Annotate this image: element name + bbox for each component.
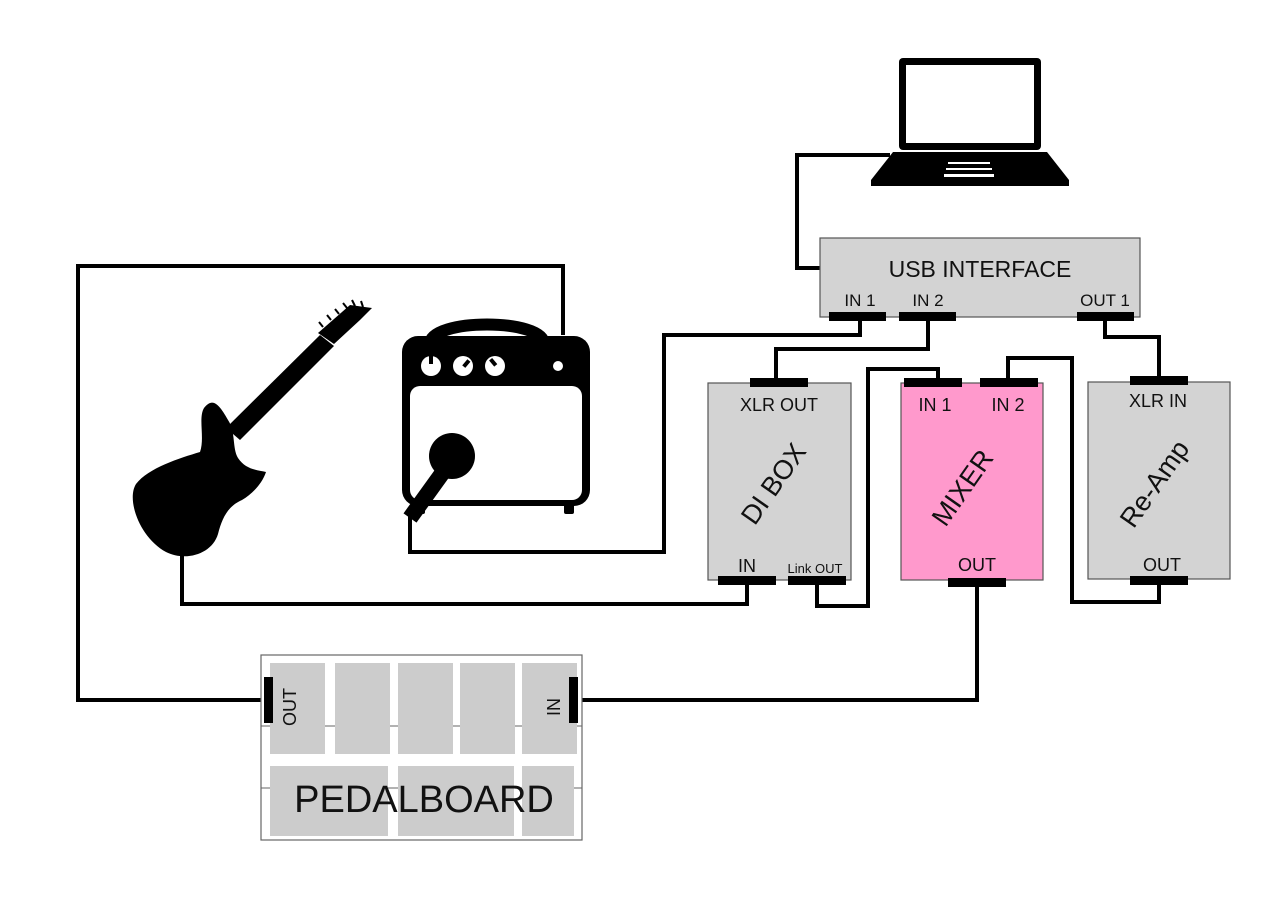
cable-guitar-di-in <box>180 555 749 606</box>
cable-reamp-mixer-in2 <box>1006 356 1161 604</box>
di-box: XLR OUT DI BOX IN Link OUT <box>707 378 852 585</box>
pedal <box>398 663 453 754</box>
usb-out1-jack <box>1077 312 1134 321</box>
di-in-jack <box>718 576 776 585</box>
di-xlr-out-label: XLR OUT <box>740 395 818 415</box>
usb-interface-title: USB INTERFACE <box>889 256 1072 282</box>
mixer-in1-jack <box>904 378 962 387</box>
cable-laptop-usb <box>795 153 890 270</box>
microphone-icon <box>403 433 475 523</box>
pedalboard-title: PEDALBOARD <box>294 779 554 821</box>
amp-knobs <box>421 356 563 376</box>
usb-interface: USB INTERFACE IN 1 IN 2 OUT 1 <box>819 237 1141 321</box>
pedalboard-in-label: IN <box>544 698 564 716</box>
pedals <box>270 663 577 836</box>
usb-in2-label: IN 2 <box>912 291 943 310</box>
cable-di-link-mixer-in1 <box>815 367 940 608</box>
di-in-label: IN <box>738 556 756 576</box>
usb-in1-jack <box>829 312 886 321</box>
mixer: IN 1 IN 2 MIXER OUT <box>900 378 1044 587</box>
pedalboard: PEDALBOARD OUT IN <box>260 654 583 841</box>
cables <box>76 153 1161 702</box>
reamp-box: XLR IN Re-Amp OUT <box>1087 376 1231 585</box>
cable-usb-in2-di-xlr <box>774 318 930 380</box>
cable-mixer-pedalboard-in <box>575 583 979 702</box>
reamp-out-jack <box>1130 576 1188 585</box>
pedalboard-out-label: OUT <box>280 688 300 726</box>
cable-amp-pedalboard-out <box>76 264 565 702</box>
mixer-out-jack <box>948 578 1006 587</box>
pedalboard-out-jack <box>264 677 273 723</box>
pedal <box>270 663 325 754</box>
reamp-xlr-in-jack <box>1130 376 1188 385</box>
pedal <box>335 663 390 754</box>
reamp-out-label: OUT <box>1143 555 1181 575</box>
di-link-out-jack <box>788 576 846 585</box>
pedal <box>398 766 514 836</box>
mixer-body <box>900 382 1044 581</box>
usb-in1-label: IN 1 <box>844 291 875 310</box>
mixer-in2-jack <box>980 378 1038 387</box>
laptop-icon <box>871 58 1069 186</box>
pedalboard-in-jack <box>569 677 578 723</box>
usb-out1-label: OUT 1 <box>1080 291 1130 310</box>
mixer-in1-label: IN 1 <box>918 395 951 415</box>
pedal <box>460 663 515 754</box>
pedal <box>270 766 388 836</box>
reamp-xlr-in-label: XLR IN <box>1129 391 1187 411</box>
pedal <box>522 663 577 754</box>
cable-usb-out1-reamp <box>1103 318 1161 378</box>
cable-mic-usb-in1 <box>408 318 862 554</box>
pedal <box>522 766 574 836</box>
guitar-icon <box>132 299 372 557</box>
mixer-out-label: OUT <box>958 555 996 575</box>
usb-in2-jack <box>899 312 956 321</box>
di-link-out-label: Link OUT <box>788 561 843 576</box>
di-xlr-out-jack <box>750 378 808 387</box>
mixer-in2-label: IN 2 <box>991 395 1024 415</box>
